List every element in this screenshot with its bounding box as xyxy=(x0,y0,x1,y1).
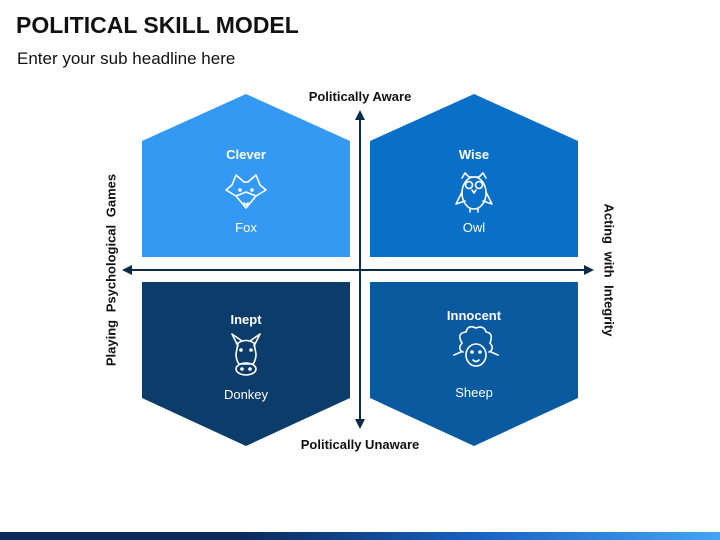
axis-label-left: Playing Psychological Games xyxy=(103,173,119,367)
quadrant-wise: Wise Owl xyxy=(370,94,578,257)
sheep-icon xyxy=(453,325,499,367)
quadrant-wise-shape xyxy=(370,94,578,257)
axis-label-bottom: Politically Unaware xyxy=(300,437,420,452)
quadrant-inept-title: Inept xyxy=(230,312,262,327)
axes xyxy=(122,110,594,429)
quadrant-inept: Inept Donkey xyxy=(142,282,350,446)
arrow-up-icon xyxy=(355,110,365,120)
footer-bar-dark xyxy=(0,532,240,540)
footer-bar xyxy=(0,532,720,540)
fox-icon xyxy=(225,174,267,209)
axis-label-top: Politically Aware xyxy=(308,89,412,104)
arrow-left-icon xyxy=(122,265,132,275)
quadrant-clever-animal: Fox xyxy=(235,220,257,235)
footer-bar-light xyxy=(480,532,720,540)
quadrant-wise-animal: Owl xyxy=(463,220,486,235)
page-subtitle: Enter your sub headline here xyxy=(17,49,236,68)
axis-label-right: Acting with Integrity xyxy=(601,203,617,337)
quadrant-wise-title: Wise xyxy=(459,147,489,162)
quadrant-clever-shape xyxy=(142,94,350,257)
page-title: POLITICAL SKILL MODEL xyxy=(16,12,299,38)
arrow-down-icon xyxy=(355,419,365,429)
donkey-icon xyxy=(231,333,261,376)
quadrant-innocent-title: Innocent xyxy=(447,308,502,323)
owl-icon xyxy=(455,172,493,213)
quadrant-innocent-animal: Sheep xyxy=(455,385,493,400)
footer-bar-mid xyxy=(240,532,480,540)
quadrant-clever: Clever Fox xyxy=(142,94,350,257)
arrow-right-icon xyxy=(584,265,594,275)
quadrant-inept-animal: Donkey xyxy=(224,387,269,402)
quadrant-innocent: Innocent Sheep xyxy=(370,282,578,446)
quadrant-clever-title: Clever xyxy=(226,147,266,162)
quadrant-innocent-shape xyxy=(370,282,578,446)
